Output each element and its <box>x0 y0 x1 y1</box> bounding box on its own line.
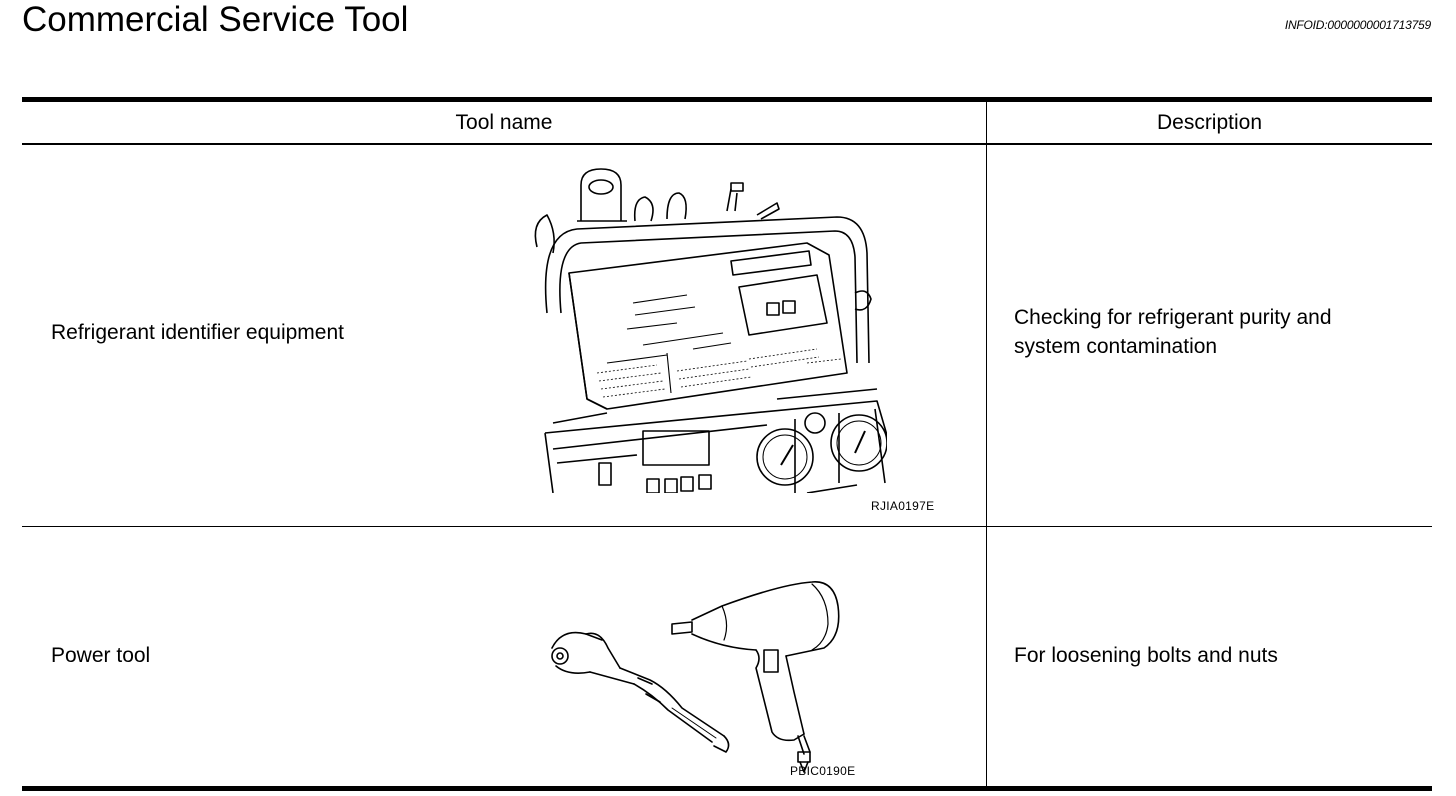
description-line: system contamination <box>1014 335 1218 358</box>
power-tool-illustration <box>551 581 840 773</box>
column-divider <box>986 102 987 786</box>
table-row: Power tool <box>22 528 1432 791</box>
tool-name-cell: Refrigerant identifier equipment <box>51 321 344 344</box>
description-cell: For loosening bolts and nuts <box>1014 641 1414 670</box>
info-id: INFOID:0000000001713759 <box>1284 18 1431 32</box>
figure-code: RJIA0197E <box>871 499 935 513</box>
tool-table: Tool name Description Refrigerant identi… <box>22 97 1432 791</box>
refrigerant-identifier-illustration <box>534 168 887 493</box>
description-cell: Checking for refrigerant purity and syst… <box>1014 303 1414 361</box>
table-row: Refrigerant identifier equipment <box>22 145 1432 527</box>
header-description: Description <box>1156 111 1263 134</box>
figure-code: PBIC0190E <box>790 764 856 778</box>
table-header: Tool name Description <box>22 102 1432 145</box>
description-line: For loosening bolts and nuts <box>1014 644 1278 667</box>
page-title: Commercial Service Tool <box>22 0 409 39</box>
description-line: Checking for refrigerant purity and <box>1014 306 1332 329</box>
tool-name-cell: Power tool <box>51 644 151 667</box>
header-tool-name: Tool name <box>455 111 553 134</box>
